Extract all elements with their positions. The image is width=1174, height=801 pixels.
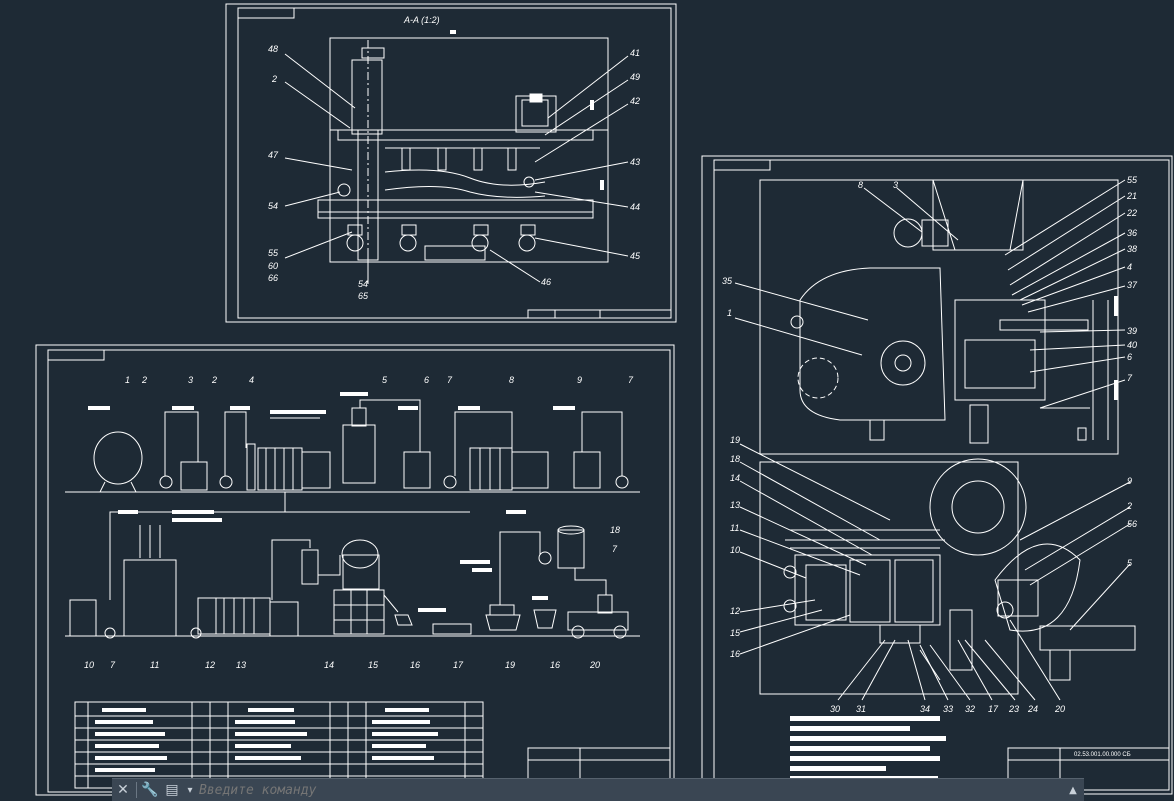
callout: 7 bbox=[1127, 373, 1133, 383]
wrench-icon[interactable]: 🔧 bbox=[141, 782, 159, 798]
callout: 48 bbox=[268, 44, 278, 54]
callout: 8 bbox=[858, 180, 863, 190]
callout: 23 bbox=[1008, 704, 1019, 714]
callout: 39 bbox=[1127, 326, 1137, 336]
callout: 5 bbox=[1127, 558, 1133, 568]
command-line: ✕ 🔧 ▤ ▾ ▲ bbox=[112, 778, 1084, 801]
callout: 54 bbox=[268, 201, 278, 211]
callout: 15 bbox=[730, 628, 741, 638]
callout: 2 bbox=[211, 375, 217, 385]
callout: 18 bbox=[730, 454, 740, 464]
callout: 7 bbox=[447, 375, 453, 385]
callout: 14 bbox=[324, 660, 334, 670]
callout: 2 bbox=[271, 74, 277, 84]
callout: 2 bbox=[141, 375, 147, 385]
callout: 22 bbox=[1126, 208, 1137, 218]
callout: 13 bbox=[730, 500, 740, 510]
callout: 32 bbox=[965, 704, 975, 714]
callout: 11 bbox=[730, 523, 739, 533]
divider bbox=[136, 782, 137, 798]
callout: 17 bbox=[988, 704, 999, 714]
command-input[interactable] bbox=[197, 780, 1062, 800]
callout: 4 bbox=[249, 375, 254, 385]
sheet-process-scheme bbox=[35, 344, 675, 796]
callout: 17 bbox=[453, 660, 464, 670]
callout: 6 bbox=[1127, 352, 1132, 362]
callout: 55 bbox=[268, 248, 279, 258]
callout: 9 bbox=[577, 375, 582, 385]
technical-notes bbox=[88, 30, 1118, 781]
drawing-designation: 02.53.001.00.000 СБ bbox=[1074, 752, 1131, 758]
callout: 19 bbox=[505, 660, 515, 670]
callout: 10 bbox=[730, 545, 740, 555]
callout: 34 bbox=[920, 704, 930, 714]
chevron-up-icon[interactable]: ▲ bbox=[1069, 784, 1077, 796]
command-history-icon[interactable]: ▤ bbox=[165, 782, 179, 798]
callout: 65 bbox=[358, 291, 369, 301]
callout: 16 bbox=[410, 660, 420, 670]
callout: 1 bbox=[125, 375, 130, 385]
callout: 10 bbox=[84, 660, 94, 670]
callout: 21 bbox=[1126, 191, 1137, 201]
callout: 20 bbox=[589, 660, 600, 670]
callout: 14 bbox=[730, 473, 740, 483]
callout: 54 bbox=[358, 279, 368, 289]
callout: 31 bbox=[856, 704, 866, 714]
callout: 24 bbox=[1027, 704, 1038, 714]
callout: 7 bbox=[110, 660, 116, 670]
callout: 35 bbox=[722, 276, 733, 286]
callout: 16 bbox=[730, 649, 740, 659]
sheet-top-section bbox=[225, 3, 677, 323]
callout: 33 bbox=[943, 704, 953, 714]
callout: 45 bbox=[630, 251, 641, 261]
callout: 3 bbox=[893, 180, 898, 190]
callout: 13 bbox=[236, 660, 246, 670]
callout: 12 bbox=[730, 606, 740, 616]
close-icon[interactable]: ✕ bbox=[117, 782, 129, 798]
callout: 66 bbox=[268, 273, 278, 283]
callout: 4 bbox=[1127, 262, 1132, 272]
callout: 11 bbox=[150, 660, 159, 670]
chevron-down-icon[interactable]: ▾ bbox=[187, 784, 193, 796]
callout: 37 bbox=[1127, 280, 1138, 290]
callout: 36 bbox=[1127, 228, 1137, 238]
callout: 38 bbox=[1127, 244, 1137, 254]
callout: 49 bbox=[630, 72, 640, 82]
callout: 47 bbox=[268, 150, 279, 160]
callout: 1 bbox=[727, 308, 732, 318]
callout: 40 bbox=[1127, 340, 1137, 350]
callout: 2 bbox=[1126, 501, 1132, 511]
callout: 7 bbox=[612, 544, 618, 554]
callout: 56 bbox=[1127, 519, 1137, 529]
callout: 12 bbox=[205, 660, 215, 670]
callout: 9 bbox=[1127, 476, 1132, 486]
callout: 43 bbox=[630, 157, 640, 167]
callout: 55 bbox=[1127, 175, 1138, 185]
callout: 20 bbox=[1054, 704, 1065, 714]
sheet-machine-assembly bbox=[701, 155, 1173, 795]
callout: 8 bbox=[509, 375, 514, 385]
callout: 15 bbox=[368, 660, 379, 670]
callout: 18 bbox=[610, 525, 620, 535]
callout: 3 bbox=[188, 375, 193, 385]
callout: 44 bbox=[630, 202, 640, 212]
callout: 41 bbox=[630, 48, 640, 58]
callout: 42 bbox=[630, 96, 640, 106]
section-title: A-A (1:2) bbox=[403, 15, 440, 25]
callout: 5 bbox=[382, 375, 388, 385]
callout: 46 bbox=[541, 277, 551, 287]
callout: 6 bbox=[424, 375, 429, 385]
callout: 16 bbox=[550, 660, 560, 670]
callout: 30 bbox=[830, 704, 840, 714]
probe-row bbox=[385, 147, 540, 171]
callout: 60 bbox=[268, 261, 278, 271]
callout: 19 bbox=[730, 435, 740, 445]
callout: 7 bbox=[628, 375, 634, 385]
